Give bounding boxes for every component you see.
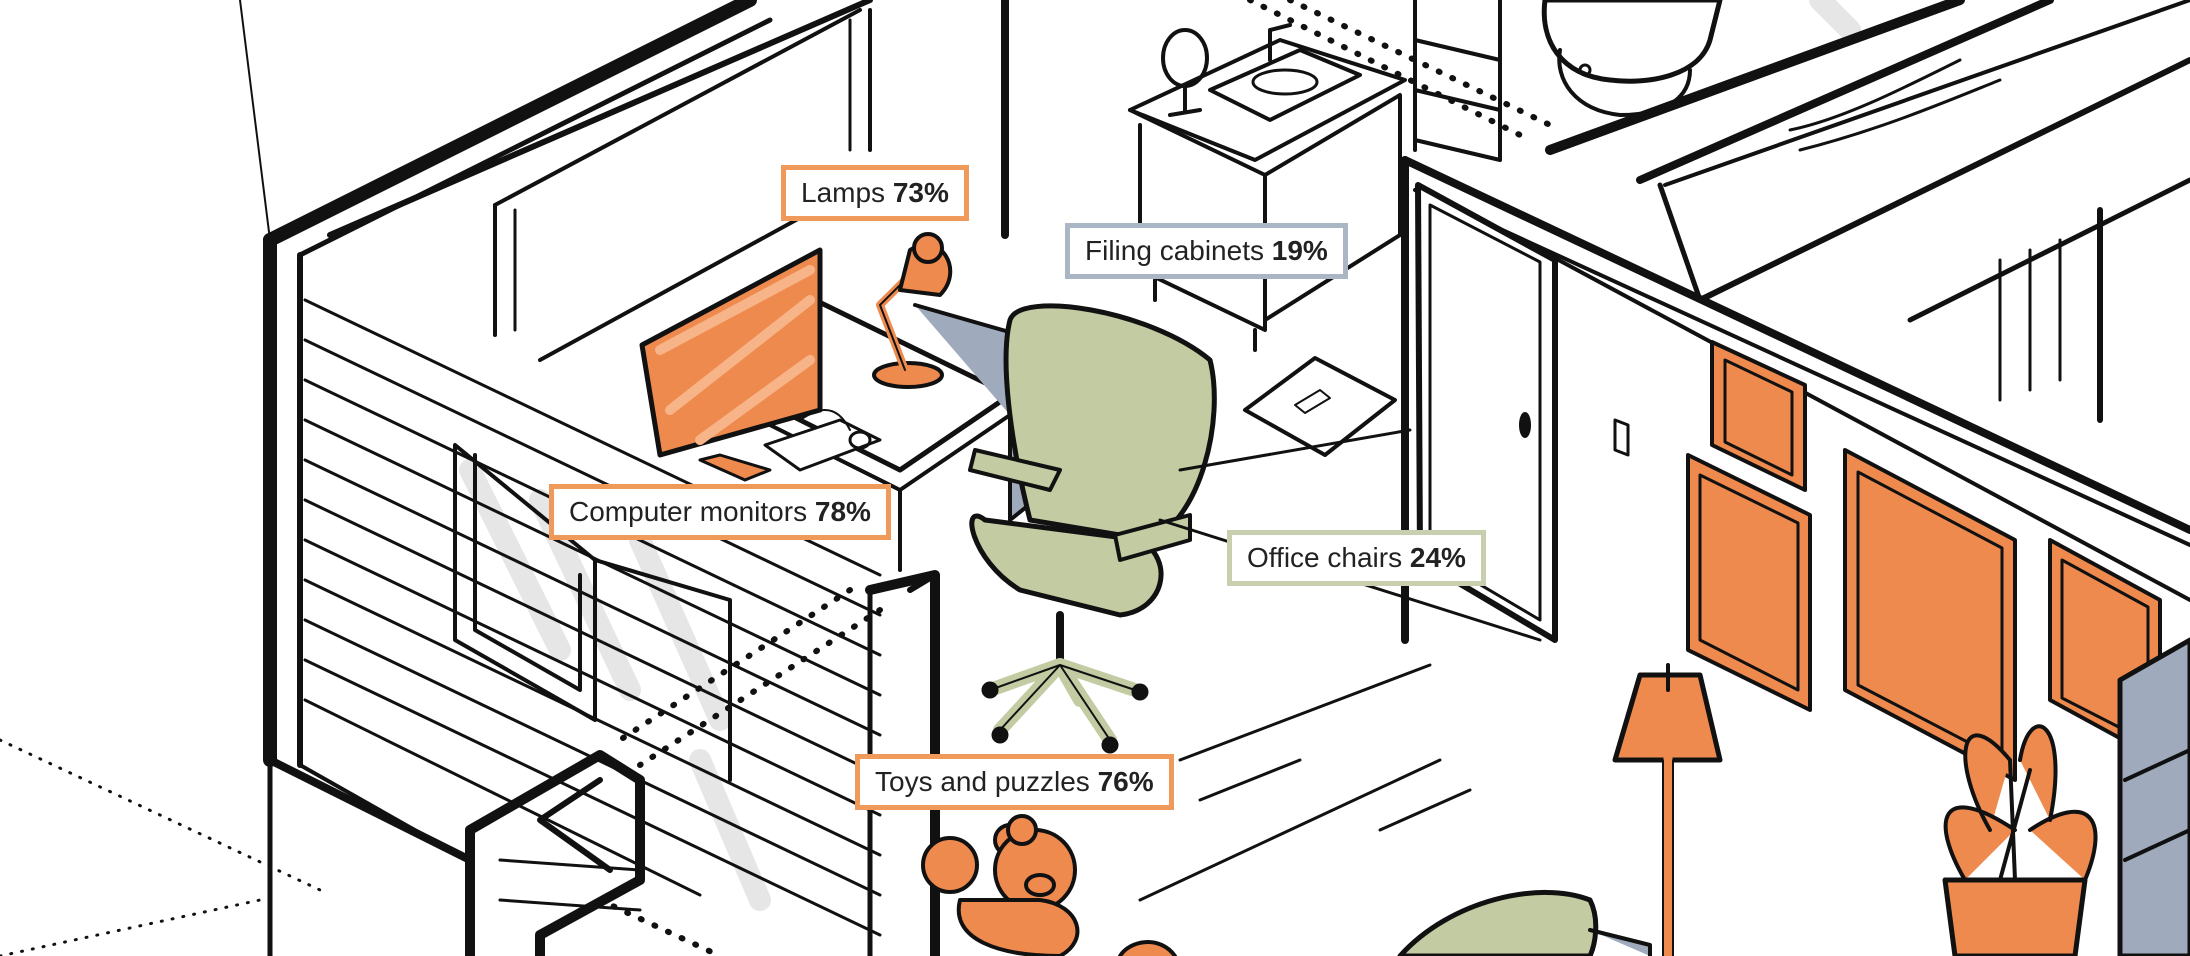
hallway-wall: [1158, 156, 2190, 644]
callout-filing-cabinets: Filing cabinets 19%: [1065, 223, 1348, 279]
desk-lamp-icon: [872, 232, 953, 389]
callout-computer-monitors: Computer monitors 78%: [549, 484, 891, 540]
sink-icon: [1251, 68, 1319, 96]
bookcase: [2117, 637, 2190, 956]
toilet-icon: [1541, 0, 1723, 117]
mirror-icon: [1161, 28, 1209, 117]
callout-toys-and-puzzles: Toys and puzzles 76%: [855, 754, 1174, 810]
couch: [1118, 889, 1652, 956]
floor-lines: [1138, 663, 1472, 902]
callout-lamps: Lamps 73%: [781, 165, 969, 221]
callout-toys-and-puzzles-value: 76%: [1097, 766, 1154, 797]
door-icon: [1415, 182, 1630, 643]
monitor-icon: [639, 247, 882, 482]
callout-filing-cabinets-value: 19%: [1271, 235, 1328, 266]
callout-lamps-label: Lamps: [801, 177, 886, 208]
callout-toys-and-puzzles-label: Toys and puzzles: [875, 766, 1090, 797]
stair-newel: [465, 750, 645, 956]
upper-right-room: [1545, 0, 2190, 423]
teddy-bear-icon: [921, 814, 1080, 956]
floor-lamp-icon: [1612, 663, 1723, 956]
dotted-cut-lines: [0, 0, 1553, 956]
callout-filing-cabinets-label: Filing cabinets: [1085, 235, 1264, 266]
callout-office-chairs-value: 24%: [1409, 542, 1466, 573]
potted-plant-icon: [1942, 724, 2098, 956]
bath-mat-icon: [1243, 356, 1397, 457]
callout-lamps-value: 73%: [892, 177, 949, 208]
shelf-ladder: [1413, 0, 1502, 162]
office-chair-icon: [968, 303, 1217, 754]
callout-office-chairs-label: Office chairs: [1247, 542, 1403, 573]
back-window: [327, 0, 1009, 362]
sink-vanity: [1128, 23, 1407, 352]
callout-computer-monitors-label: Computer monitors: [569, 496, 808, 527]
callout-office-chairs: Office chairs 24%: [1227, 530, 1486, 586]
side-window: [453, 443, 732, 782]
callout-computer-monitors-value: 78%: [814, 496, 871, 527]
